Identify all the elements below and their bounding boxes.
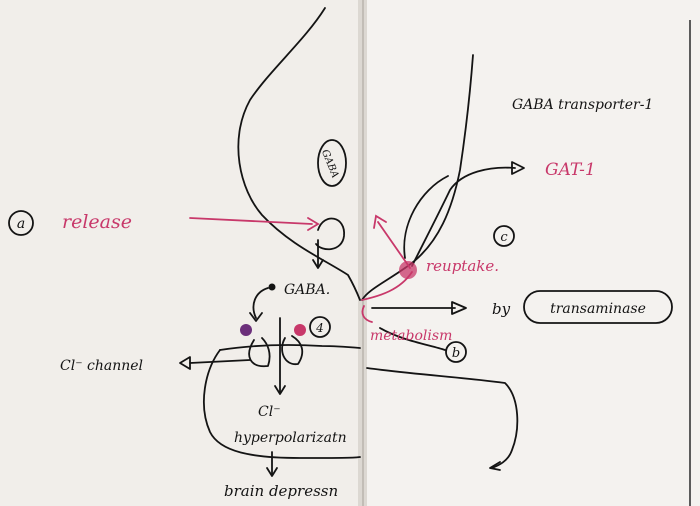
circle-4-label: 4 — [315, 321, 324, 335]
circle-b-label: b — [452, 346, 460, 361]
reuptake-site — [399, 261, 417, 279]
circle-a-label: a — [17, 216, 25, 232]
cl-minus-label: Cl⁻ — [258, 404, 281, 420]
by-label: by — [492, 300, 511, 318]
brain-depression-label: brain depressn — [224, 482, 338, 500]
gaba-molecule-dot — [269, 284, 276, 291]
gaba-transporter-label: GABA transporter-1 — [512, 97, 653, 113]
circle-c-label: c — [500, 230, 508, 245]
reuptake-label: reuptake. — [426, 257, 499, 275]
gat1-label: GAT-1 — [545, 160, 596, 180]
transaminase-label: transaminase — [550, 301, 646, 317]
gaba-label: GABA. — [284, 282, 330, 298]
cl-channel-label: Cl⁻ channel — [60, 358, 143, 374]
hyperpolarization-label: hyperpolarizatn — [234, 430, 347, 446]
gaba-receptor-dot — [240, 324, 252, 336]
right-page — [363, 0, 700, 506]
metabolism-label: metabolism — [370, 328, 452, 344]
receptor-dot-right — [294, 324, 306, 336]
release-label: release — [62, 211, 132, 233]
